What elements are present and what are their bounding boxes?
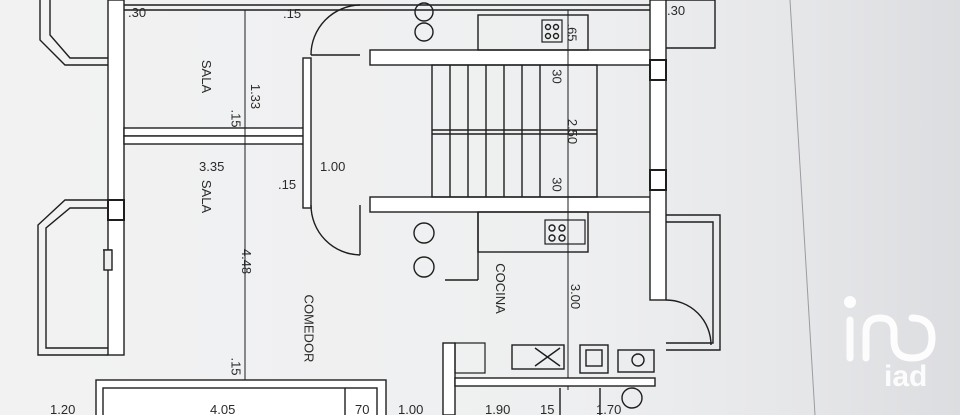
dim-label: 15 (540, 402, 555, 415)
room-label-cocina: COCINA (492, 263, 508, 314)
dim-label: 1.90 (485, 402, 511, 415)
dim-label: .65 (564, 23, 580, 42)
iad-logo: iad (840, 290, 950, 405)
dim-label: 1.33 (248, 83, 264, 110)
dim-label: .30 (667, 3, 686, 18)
dim-label: 1.20 (50, 402, 76, 415)
room-label-sala-top: SALA (199, 59, 215, 94)
dim-label: 1.00 (398, 402, 424, 415)
dim-label: 30 (549, 177, 565, 192)
dim-label: .15 (278, 177, 297, 192)
dim-label: 4.48 (239, 248, 255, 275)
dim-label: .30 (128, 5, 147, 20)
dim-label: 30 (549, 69, 565, 84)
room-label-comedor: COMEDOR (301, 294, 317, 363)
iad-logo-text: iad (884, 360, 928, 393)
dim-label: .15 (283, 6, 302, 21)
dim-label: 1.00 (320, 159, 346, 174)
iad-logo-mark-icon (844, 296, 936, 362)
dim-label: 3.00 (568, 283, 584, 310)
dim-label: 4.05 (210, 402, 236, 415)
room-label-sala-bottom: SALA (199, 179, 215, 214)
dim-label: 3.35 (199, 159, 225, 174)
dim-label: .15 (228, 357, 244, 376)
dim-label: 1.70 (596, 402, 622, 415)
dim-label: 2.50 (565, 118, 581, 145)
dim-label: .15 (228, 109, 244, 128)
dim-label: 70 (355, 402, 370, 415)
